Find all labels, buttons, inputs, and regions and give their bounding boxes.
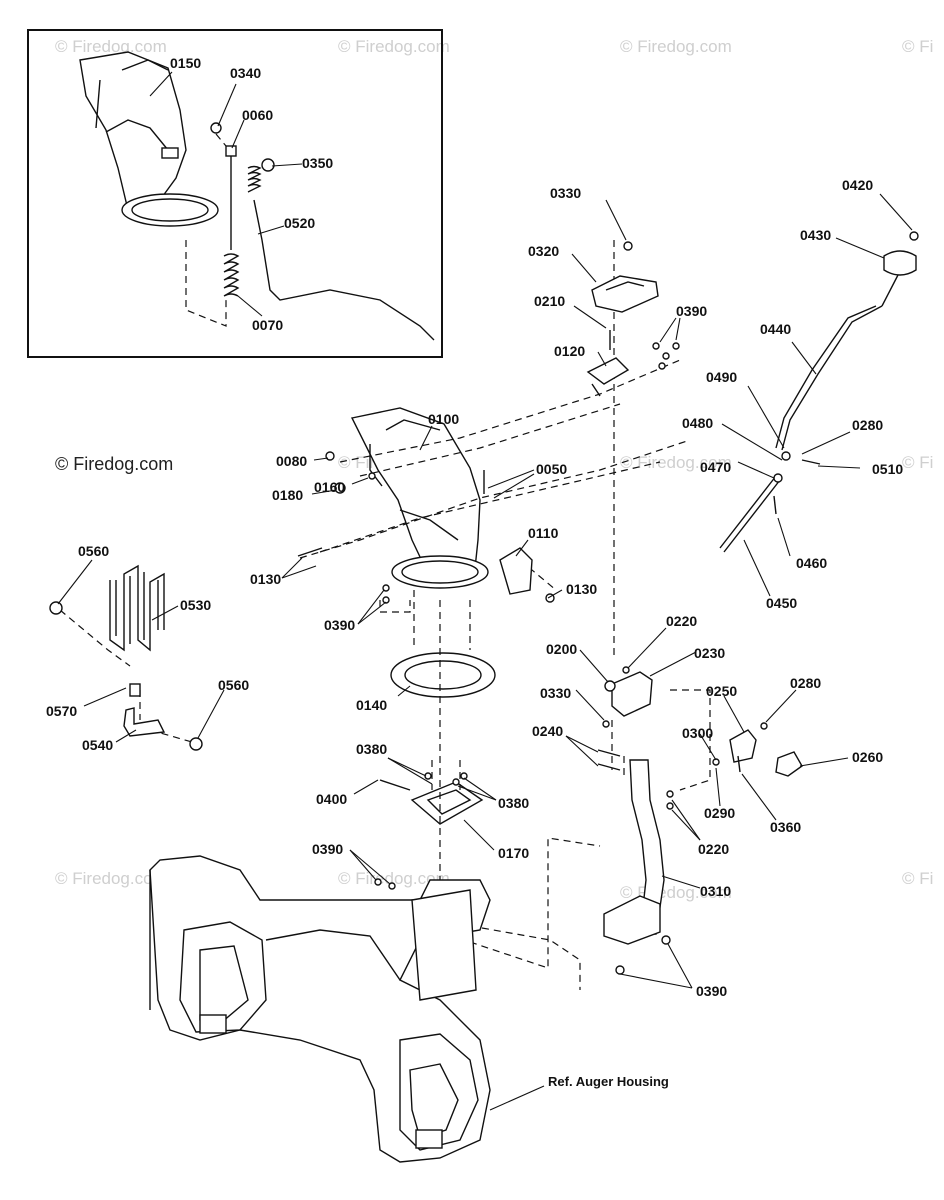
bracket-part xyxy=(586,357,630,397)
inset-chute xyxy=(79,51,219,227)
part-label: 0200 xyxy=(546,641,577,657)
part-label: 0280 xyxy=(790,675,821,691)
watermark: © Firedog.com xyxy=(338,869,450,888)
part-label: 0290 xyxy=(704,805,735,821)
part-label: 0180 xyxy=(272,487,303,503)
part-label: 0390 xyxy=(312,841,343,857)
part-label: 0390 xyxy=(324,617,355,633)
watermark: © Fi xyxy=(902,37,933,56)
part-label: 0400 xyxy=(316,791,347,807)
control-handle xyxy=(775,231,919,451)
part-label: 0130 xyxy=(566,581,597,597)
part-label: 0050 xyxy=(536,461,567,477)
part-label: 0150 xyxy=(170,55,201,71)
part-label: 0210 xyxy=(534,293,565,309)
inset-frame xyxy=(27,29,443,358)
watermark: © Fi xyxy=(902,869,933,888)
part-label: 0170 xyxy=(498,845,529,861)
part-label: 0440 xyxy=(760,321,791,337)
mount-plate xyxy=(410,781,484,825)
part-label: 0130 xyxy=(250,571,281,587)
part-label: 0110 xyxy=(528,525,559,541)
watermark-group: © Firedog.com © Firedog.com © Firedog.co… xyxy=(55,37,933,902)
part-label: 0520 xyxy=(284,215,315,231)
control-lever xyxy=(597,666,674,975)
part-label: 0120 xyxy=(554,343,585,359)
part-label: 0260 xyxy=(852,749,883,765)
part-label: 0490 xyxy=(706,369,737,385)
hardware-group xyxy=(297,342,680,604)
part-label: 0430 xyxy=(800,227,831,243)
part-label: 0220 xyxy=(698,841,729,857)
part-label: 0340 xyxy=(230,65,261,81)
reference-note: Ref. Auger Housing xyxy=(548,1074,669,1089)
watermark: © Firedog.com xyxy=(55,869,167,888)
part-label: 0330 xyxy=(540,685,571,701)
part-label: 0390 xyxy=(696,983,727,999)
inset-spring-cable xyxy=(185,122,435,341)
ring-part xyxy=(390,652,496,698)
part-label: 0310 xyxy=(700,883,731,899)
part-label: 0570 xyxy=(46,703,77,719)
part-label: 0300 xyxy=(682,725,713,741)
watermark: © Firedog.com xyxy=(620,453,732,472)
spring-bracket xyxy=(49,564,203,751)
control-rod xyxy=(719,451,821,553)
part-label: 0350 xyxy=(302,155,333,171)
part-label: 0320 xyxy=(528,243,559,259)
part-label: 0380 xyxy=(498,795,529,811)
part-label: 0080 xyxy=(276,453,307,469)
part-label: 0230 xyxy=(694,645,725,661)
bracket-part xyxy=(499,547,533,595)
part-label: 0240 xyxy=(532,723,563,739)
watermark: © Fi xyxy=(902,453,933,472)
watermark: © Firedog.com xyxy=(338,37,450,56)
part-label: 0470 xyxy=(700,459,731,475)
part-label: 0390 xyxy=(676,303,707,319)
watermark-main: © Firedog.com xyxy=(55,454,173,474)
part-label: 0330 xyxy=(550,185,581,201)
part-label: 0460 xyxy=(796,555,827,571)
alignment-lines xyxy=(59,240,711,990)
part-label: 0100 xyxy=(428,411,459,427)
part-label: 0480 xyxy=(682,415,713,431)
part-label: 0450 xyxy=(766,595,797,611)
switch-assembly xyxy=(712,722,803,777)
part-label: 0070 xyxy=(252,317,283,333)
part-label: 0060 xyxy=(242,107,273,123)
watermark: © Firedog.com xyxy=(55,37,167,56)
part-label: 0420 xyxy=(842,177,873,193)
part-label: 0280 xyxy=(852,417,883,433)
part-label: 0540 xyxy=(82,737,113,753)
part-label: 0560 xyxy=(218,677,249,693)
watermark: © Firedog.com xyxy=(620,37,732,56)
part-label: 0530 xyxy=(180,597,211,613)
control-cap xyxy=(591,241,659,350)
part-label: 0250 xyxy=(706,683,737,699)
part-labels: 0150 0340 0060 0350 0520 0070 0330 0320 … xyxy=(46,55,903,1089)
part-label: 0140 xyxy=(356,697,387,713)
part-label: 0220 xyxy=(666,613,697,629)
part-label: 0160 xyxy=(314,479,345,495)
part-label: 0360 xyxy=(770,819,801,835)
leader-lines xyxy=(57,71,913,1111)
part-label: 0380 xyxy=(356,741,387,757)
main-chute xyxy=(350,407,489,589)
auger-housing xyxy=(149,855,491,1163)
part-label: 0560 xyxy=(78,543,109,559)
part-label: 0510 xyxy=(872,461,903,477)
